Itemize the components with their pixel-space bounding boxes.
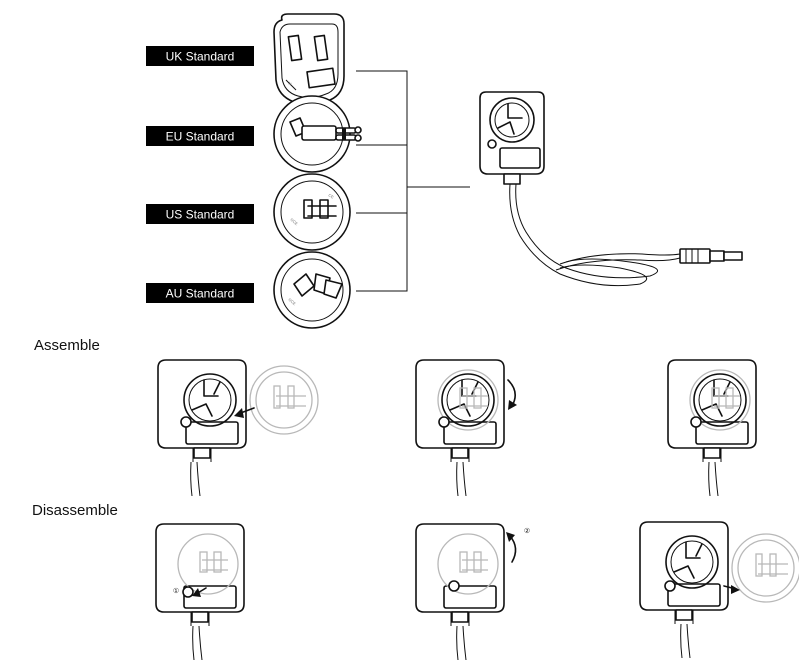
us-standard-badge: US Standard: [146, 204, 254, 224]
assemble-title: Assemble: [34, 337, 100, 354]
eu-standard-badge: EU Standard: [146, 126, 254, 146]
dc-cable: [509, 183, 681, 287]
us-plug-icon: NCE CE: [273, 173, 351, 251]
au-standard-label: AU Standard: [166, 287, 235, 301]
pull-arrow-icon: [723, 585, 740, 594]
connector-bracket: [356, 70, 470, 292]
rotate-back-arrow-icon: [506, 532, 517, 563]
svg-text:NCE: NCE: [287, 297, 297, 306]
uk-standard-badge: UK Standard: [146, 46, 254, 66]
disassemble-step-2: [415, 523, 505, 661]
assemble-step-2: [415, 359, 505, 497]
au-standard-badge: AU Standard: [146, 283, 254, 303]
eu-plug-icon: [273, 95, 362, 173]
assemble-step-3: [667, 359, 757, 497]
svg-text:NCE: NCE: [289, 217, 299, 226]
step-2-marker: ②: [524, 527, 530, 535]
eu-standard-label: EU Standard: [166, 130, 235, 144]
us-standard-label: US Standard: [166, 208, 235, 222]
au-plug-icon: NCE: [273, 251, 351, 329]
step-1-marker: ①: [173, 587, 179, 595]
svg-text:CE: CE: [328, 193, 336, 200]
svg-text:N: N: [288, 81, 293, 87]
assemble-step-1: [157, 359, 319, 497]
disassemble-step-1: [155, 523, 245, 661]
main-adapter-icon: [479, 91, 545, 185]
disassemble-title: Disassemble: [32, 502, 118, 519]
dc-plug-icon: [679, 248, 743, 264]
uk-plug-icon: N: [273, 13, 345, 106]
press-arrow-icon: [192, 587, 207, 597]
uk-standard-label: UK Standard: [166, 50, 235, 64]
rotate-arrow-icon: [507, 379, 517, 410]
push-arrow-icon: [234, 407, 255, 418]
disassemble-step-3: [639, 521, 799, 659]
